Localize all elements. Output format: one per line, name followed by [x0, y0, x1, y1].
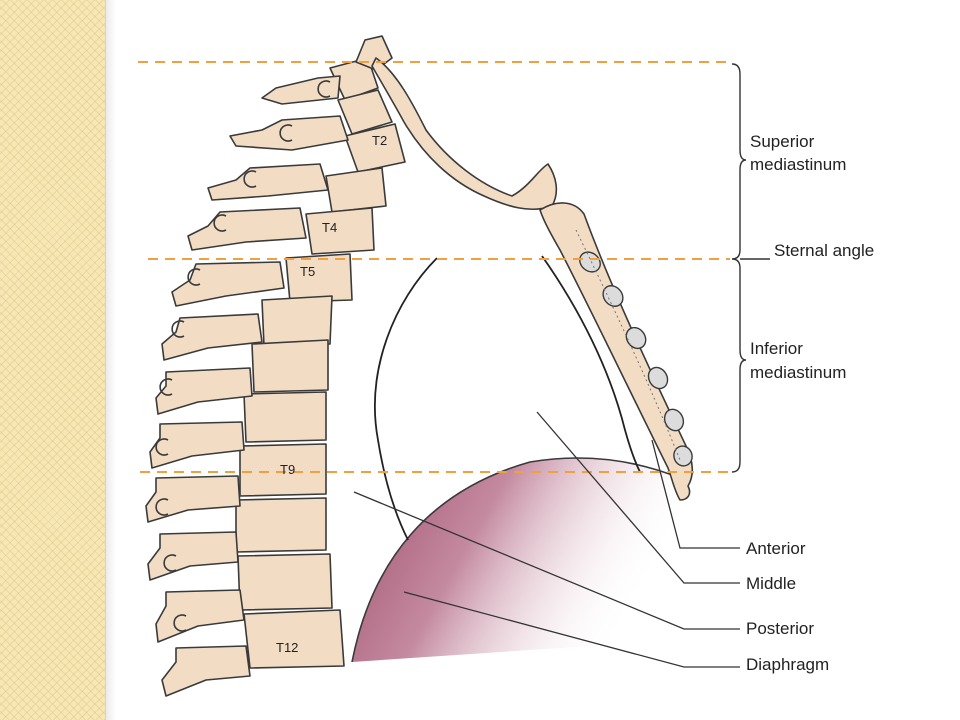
leader-anterior — [651, 439, 740, 549]
rib-head-2 — [279, 124, 293, 142]
spinous-process-6 — [171, 261, 285, 307]
label-superior-line2: mediastinum — [750, 155, 846, 174]
spinous-process-3 — [229, 115, 349, 151]
rib-head-marks — [155, 80, 331, 632]
vertebra-label-t9: T9 — [280, 462, 295, 477]
first-rib — [371, 57, 558, 210]
rib-head-4 — [213, 214, 227, 232]
label-posterior: Posterior — [746, 619, 814, 638]
spinous-process-9 — [149, 421, 245, 469]
decorative-side-border — [0, 0, 106, 720]
vertebral-body-t12 — [243, 609, 345, 669]
sternebra-5 — [663, 408, 685, 432]
rib-head-1 — [317, 80, 331, 98]
vertebral-body-t6 — [261, 295, 333, 347]
sternum-body — [539, 202, 694, 501]
label-sternal-angle: Sternal angle — [774, 241, 874, 260]
sternebra-3 — [625, 326, 647, 350]
rib-head-9 — [155, 498, 169, 516]
label-anterior: Anterior — [746, 539, 806, 558]
spinous-process-5 — [187, 207, 307, 251]
spinous-process-10 — [145, 475, 241, 523]
rib-head-10 — [163, 554, 177, 572]
label-inferior-line2: mediastinum — [750, 363, 846, 382]
rib-head-8 — [155, 438, 169, 456]
label-inferior-line1: Inferior — [750, 339, 803, 358]
spinous-process-2 — [261, 75, 341, 105]
diaphragm-dome — [352, 457, 680, 662]
vertebral-body-c7 — [329, 57, 379, 101]
pericardium-outline-anterior — [541, 255, 641, 473]
vertebral-body-t7 — [251, 339, 329, 393]
spinous-process-13 — [161, 645, 251, 697]
sternebra-2 — [602, 285, 624, 307]
rib-head-6 — [171, 320, 185, 338]
vertebra-label-t12: T12 — [276, 640, 298, 655]
mediastinum-bracket — [731, 63, 747, 473]
vertebral-body-t11 — [237, 553, 333, 611]
leader-middle — [536, 411, 740, 584]
sternum-group — [371, 57, 694, 501]
leader-diaphragm — [403, 591, 740, 668]
vertebral-body-t10 — [235, 497, 327, 553]
label-middle: Middle — [746, 574, 796, 593]
sternebra-4 — [647, 366, 669, 390]
vertebral-body-t8 — [243, 391, 327, 443]
vertebral-column — [145, 35, 406, 697]
rib-head-5 — [187, 268, 201, 286]
rib-head-11 — [173, 614, 187, 632]
sternebrae — [579, 251, 693, 467]
pericardium-outline — [374, 257, 438, 541]
vertebral-body-t2 — [344, 123, 406, 173]
sternebra-6 — [673, 445, 693, 467]
vertebra-label-t5: T5 — [300, 264, 315, 279]
spinous-process-12 — [155, 589, 245, 643]
vertebral-body-t3 — [325, 167, 387, 213]
diaphragm-outline — [351, 457, 681, 663]
sternebra-1 — [579, 251, 601, 273]
vertebral-body-t4 — [305, 207, 375, 255]
vertebral-body-t1 — [337, 89, 393, 135]
level-guide-lines — [138, 61, 730, 473]
side-border-shadow — [106, 0, 116, 720]
label-diaphragm: Diaphragm — [746, 655, 829, 674]
vertebra-label-t4: T4 — [322, 220, 337, 235]
vertebra-label-t2: T2 — [372, 133, 387, 148]
rib-head-7 — [159, 378, 173, 396]
leader-posterior — [353, 491, 740, 630]
spinous-process-8 — [155, 367, 253, 415]
rib-head-3 — [243, 170, 257, 188]
vertebral-body-t9 — [239, 443, 327, 497]
spinous-process-4 — [207, 163, 329, 201]
label-superior-line1: Superior — [750, 132, 815, 151]
sternum-dotted-line — [575, 229, 681, 461]
leader-lines — [353, 411, 740, 668]
spinous-process-11 — [147, 531, 239, 581]
vertebral-body-t5 — [285, 253, 353, 303]
